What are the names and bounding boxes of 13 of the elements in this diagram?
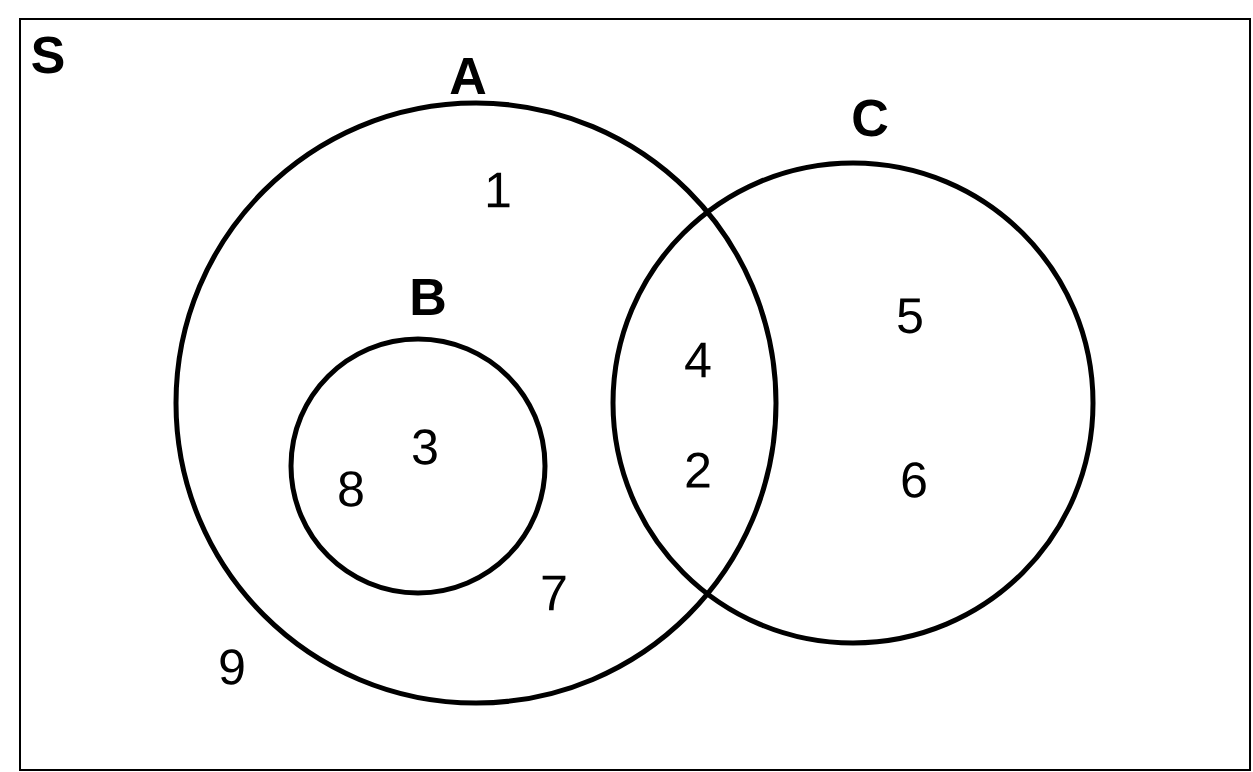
element-label: 5 [898, 298, 922, 334]
set-label: A [450, 58, 486, 94]
element-label: 4 [685, 342, 711, 378]
element-label: 1 [487, 172, 510, 208]
element-label: 3 [413, 429, 437, 465]
set-label: B [412, 279, 445, 315]
element-label: 7 [542, 575, 566, 611]
set-label: S [32, 36, 64, 74]
element-label: 9 [220, 649, 244, 685]
element-label: 8 [339, 471, 363, 507]
set-label: C [853, 99, 888, 137]
element-label: 2 [686, 452, 710, 488]
element-label: 6 [902, 462, 926, 498]
